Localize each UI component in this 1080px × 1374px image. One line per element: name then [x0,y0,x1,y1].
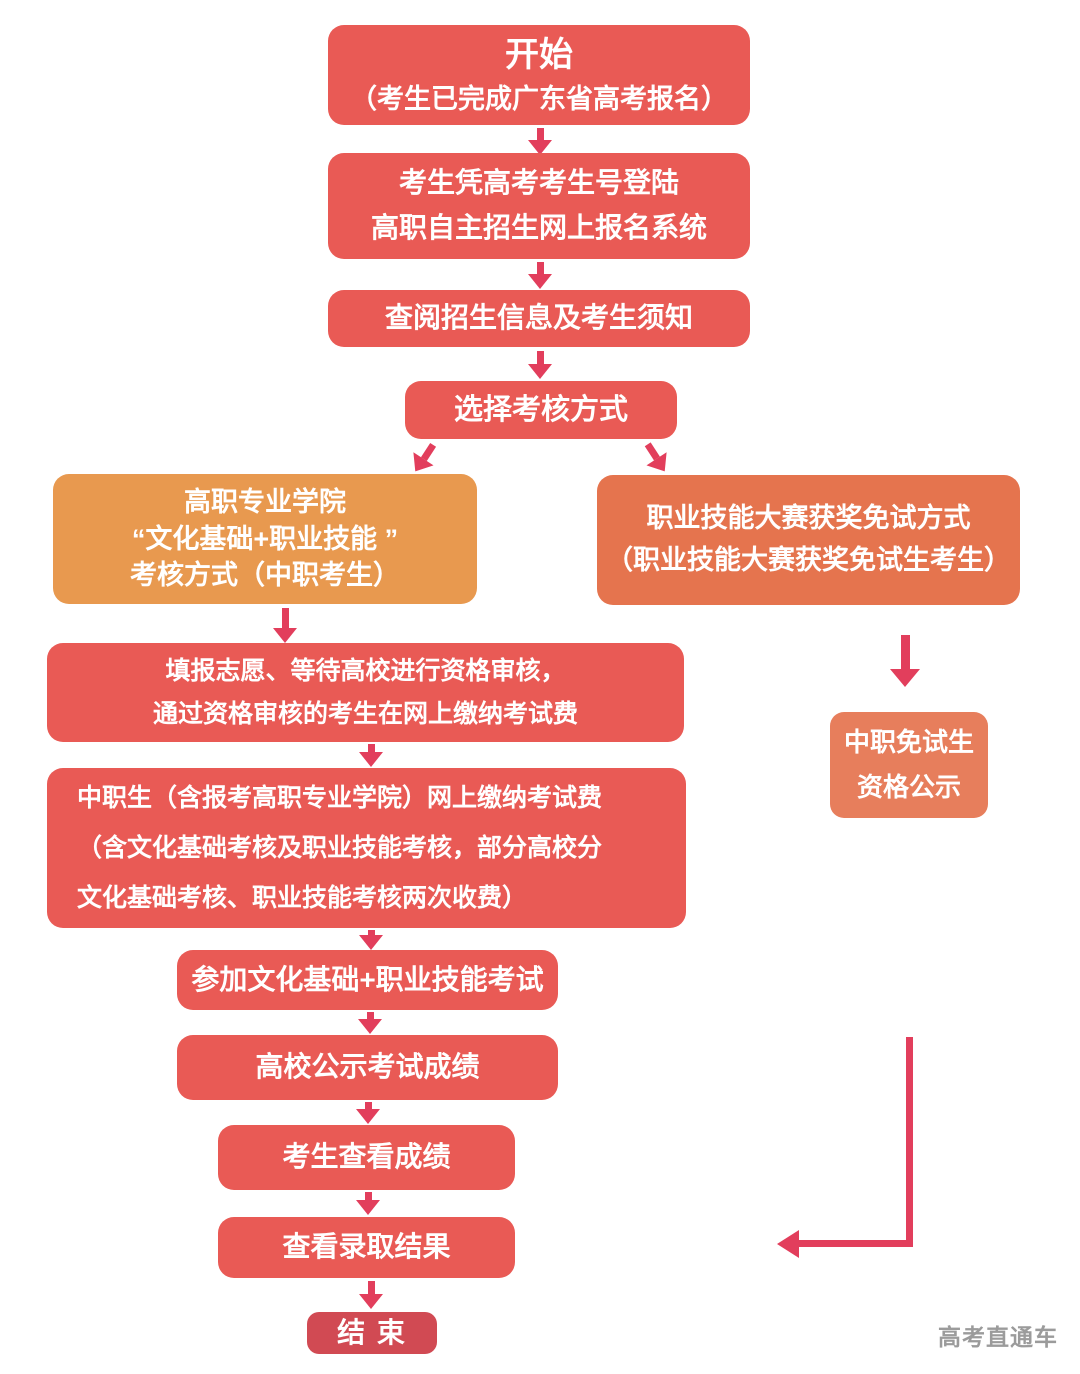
arrow-head [273,628,297,643]
elbow-horizontal-line [798,1240,913,1247]
end-text: 结 束 [337,1316,407,1348]
arrow-stem [367,1281,375,1294]
arrow-stem [536,128,544,140]
arrow-pay-to-exam [359,930,383,950]
arrow-stem [366,1012,374,1019]
arrow-stem [364,1192,372,1200]
apply-node: 填报志愿、等待高校进行资格审核， 通过资格审核的考生在网上缴纳考试费 [47,643,684,742]
arrow-split-right [637,438,675,478]
exam-node: 参加文化基础+职业技能考试 [177,950,558,1010]
choose-method-text: 选择考核方式 [453,393,628,426]
arrow-head [359,935,383,950]
start-title: 开始 [505,35,573,74]
arrow-head [356,1109,380,1124]
arrow-head [359,752,383,767]
arrow-start-to-login [528,128,552,155]
arrow-culture-to-apply [273,608,297,643]
publish-score-node: 高校公示考试成绩 [177,1035,558,1100]
pay-node: 中职生（含报考高职专业学院）网上缴纳考试费 （含文化基础考核及职业技能考核，部分… [47,768,686,928]
login-line2: 高职自主招生网上报名系统 [370,212,707,243]
arrow-stem [364,1102,372,1109]
login-line1: 考生凭高考考生号登陆 [398,167,679,199]
choose-method-node: 选择考核方式 [405,381,677,439]
arrow-login-to-review [528,262,552,289]
arrow-stem [536,262,544,274]
end-node: 结 束 [307,1312,437,1354]
arrow-publish-to-score [356,1102,380,1124]
arrow-stem [536,351,544,364]
arrow-split-left [405,438,443,478]
arrow-head [528,274,552,289]
start-node: 开始 （考生已完成广东省高考报名） [328,25,750,125]
review-info-text: 查阅招生信息及考生须知 [384,302,693,334]
start-subtitle: （考生已完成广东省高考报名） [350,84,728,115]
arrow-stem [281,608,289,628]
check-score-text: 考生查看成绩 [282,1141,451,1173]
arrow-exempt-to-publicity [890,635,920,687]
culture-method-line2: “文化基础+职业技能 ” [131,523,399,554]
elbow-vertical-line [906,1037,913,1244]
arrow-stem [367,930,375,935]
login-node: 考生凭高考考生号登陆 高职自主招生网上报名系统 [328,153,750,259]
arrow-head [359,1294,383,1309]
apply-line2: 通过资格审核的考生在网上缴纳考试费 [152,699,578,728]
exempt-method-line1: 职业技能大赛获奖免试方式 [646,503,971,534]
check-admission-text: 查看录取结果 [282,1231,451,1263]
arrow-stem [367,744,375,752]
exempt-method-line2: （职业技能大赛获奖免试生考生） [606,545,1011,575]
arrow-head [528,364,552,379]
pay-line1: 中职生（含报考高职专业学院）网上缴纳考试费 [77,784,603,812]
arrow-admission-to-end [359,1281,383,1309]
culture-method-line1: 高职专业学院 [184,487,346,518]
arrow-review-to-choose [528,351,552,379]
arrow-head [356,1200,380,1215]
check-score-node: 考生查看成绩 [218,1125,515,1190]
culture-method-line3: 考核方式（中职考生） [130,560,400,591]
arrow-head [528,140,552,155]
culture-method-node: 高职专业学院 “文化基础+职业技能 ” 考核方式（中职考生） [53,474,477,604]
pay-line2: （含文化基础考核及职业技能考核，部分高校分 [77,834,603,862]
watermark: 高考直通车 [938,1324,1058,1350]
apply-line1: 填报志愿、等待高校进行资格审核， [165,657,566,685]
arrow-stem [900,635,910,669]
arrow-apply-to-pay [359,744,383,767]
pay-line3: 文化基础考核、职业技能考核两次收费） [77,884,528,912]
review-info-node: 查阅招生信息及考生须知 [328,290,750,347]
arrow-score-to-admission [356,1192,380,1215]
exempt-publicity-node: 中职免试生 资格公示 [830,712,988,818]
arrow-exam-to-publish [358,1012,382,1034]
arrow-head [890,669,920,687]
publish-score-text: 高校公示考试成绩 [255,1051,480,1083]
elbow-arrow-head [777,1230,799,1258]
arrow-head [358,1019,382,1034]
check-admission-node: 查看录取结果 [218,1217,515,1278]
exam-text: 参加文化基础+职业技能考试 [191,963,544,995]
exempt-publicity-line2: 资格公示 [856,772,961,802]
exempt-publicity-line1: 中职免试生 [843,726,974,757]
exempt-method-node: 职业技能大赛获奖免试方式 （职业技能大赛获奖免试生考生） [597,475,1020,605]
